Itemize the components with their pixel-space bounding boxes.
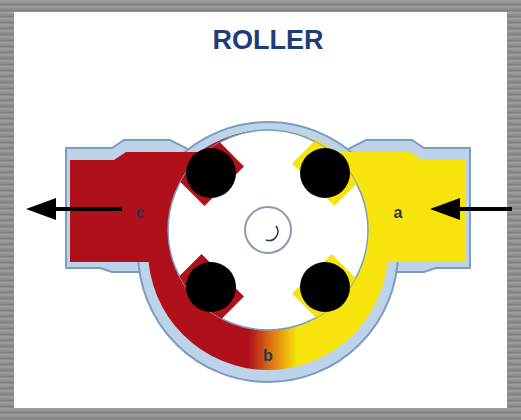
port-letter: a	[394, 204, 403, 222]
white-panel	[14, 12, 507, 408]
pump-housing	[66, 122, 470, 382]
port-letter: c	[136, 204, 145, 222]
fluid	[70, 130, 466, 370]
port-letter: b	[263, 347, 273, 365]
diagram-title: ROLLER	[213, 25, 324, 56]
flow-arrow	[26, 198, 512, 220]
rotor	[162, 124, 374, 336]
